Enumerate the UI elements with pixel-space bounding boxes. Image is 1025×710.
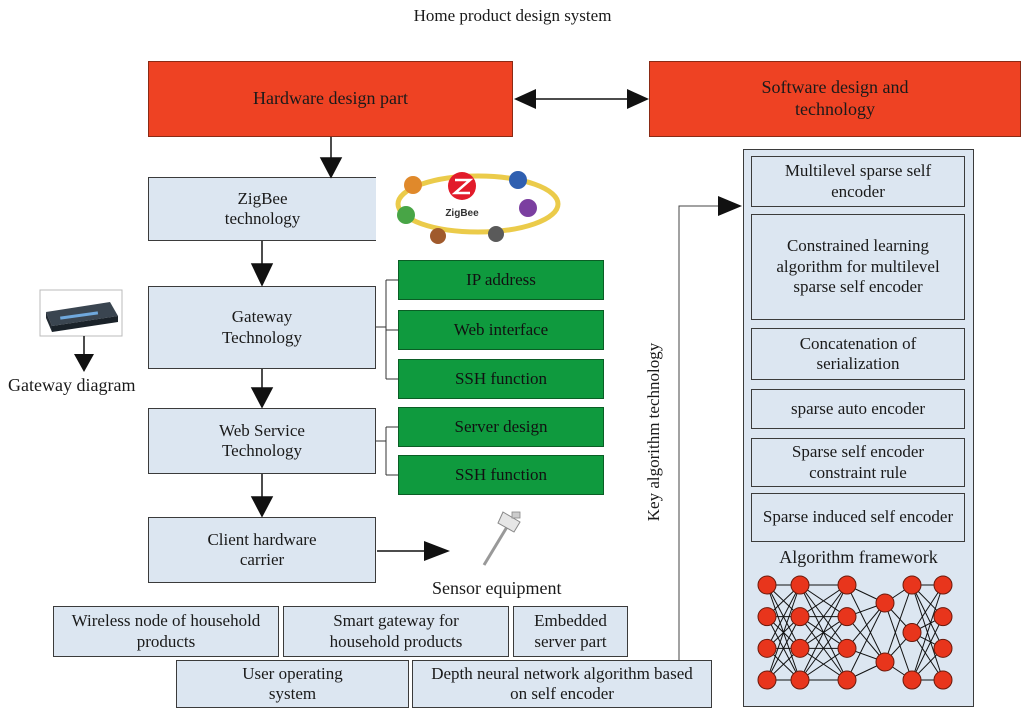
algo-item-3-label: Concatenation of serialization — [799, 333, 917, 373]
nn-node — [790, 670, 810, 690]
nn-edge — [846, 602, 886, 649]
nn-edge — [846, 602, 886, 681]
ssh-function-label: SSH function — [454, 368, 548, 388]
nn-node — [933, 607, 953, 627]
zigbee-box: ZigBee technology — [148, 177, 376, 241]
nn-node — [875, 652, 895, 672]
nn-edge — [911, 616, 944, 681]
nn-node — [837, 638, 857, 658]
algo-item-6: Sparse induced self encoder — [751, 493, 965, 542]
smart-gateway-box: Smart gateway for household products — [283, 606, 509, 657]
algo-item-2-label: Constrained learning algorithm for multi… — [776, 236, 940, 297]
nn-node — [933, 638, 953, 658]
web-interface-box: Web interface — [398, 310, 604, 350]
algo-item-1-label: Multilevel sparse self encoder — [784, 161, 932, 201]
client-hardware-label: Client hardware carrier — [207, 529, 317, 569]
algo-item-4: sparse auto encoder — [751, 389, 965, 429]
nn-node — [933, 575, 953, 595]
nn-node — [757, 607, 777, 627]
gateway-down-arrow — [74, 336, 94, 372]
neural-network-nodes — [757, 575, 953, 690]
gateway-technology-label: Gateway Technology — [221, 307, 302, 347]
nn-node — [757, 670, 777, 690]
nn-node — [902, 575, 922, 595]
framework-label: Algorithm framework — [779, 547, 938, 567]
algo-item-2: Constrained learning algorithm for multi… — [751, 214, 965, 320]
nn-edge — [911, 584, 944, 649]
nn-node — [902, 623, 922, 642]
nn-edge — [766, 584, 801, 649]
embedded-server-box: Embedded server part — [513, 606, 628, 657]
nn-node — [902, 670, 922, 690]
embedded-server-label: Embedded server part — [534, 611, 607, 651]
user-os-label: User operating system — [242, 663, 343, 703]
nn-edge — [799, 584, 848, 649]
ip-address-box: IP address — [398, 260, 604, 300]
nn-node — [790, 607, 810, 627]
nn-node — [757, 638, 777, 658]
nn-edge — [766, 616, 801, 681]
nn-node — [875, 593, 895, 613]
nn-edge — [766, 584, 801, 681]
diagram-title: Home product design system — [413, 6, 612, 25]
smart-gateway-label: Smart gateway for household products — [329, 611, 463, 651]
key-algorithm-connector — [678, 196, 742, 660]
ip-address-label: IP address — [466, 269, 536, 289]
gateway-technology-box: Gateway Technology — [148, 286, 376, 369]
gateway-diagram-label: Gateway diagram — [8, 375, 136, 395]
nn-edge — [799, 616, 848, 681]
down-arrows — [250, 137, 343, 518]
hardware-design-box: Hardware design part — [148, 61, 513, 137]
web-service-box: Web Service Technology — [148, 408, 376, 474]
software-design-box: Software design and technology — [649, 61, 1021, 137]
nn-edge — [911, 584, 944, 681]
nn-edge — [799, 584, 848, 681]
nn-edge — [884, 602, 913, 681]
server-design-box: Server design — [398, 407, 604, 447]
nn-node — [757, 575, 777, 595]
nn-edge — [846, 584, 886, 663]
sensor-arrow — [377, 541, 450, 561]
nn-node — [933, 670, 953, 690]
algo-item-6-label: Sparse induced self encoder — [762, 507, 954, 527]
nn-edge — [884, 584, 913, 663]
wireless-node-box: Wireless node of household products — [53, 606, 279, 657]
software-design-label: Software design and technology — [761, 77, 909, 119]
nn-node — [790, 638, 810, 658]
web-service-label: Web Service Technology — [219, 420, 305, 460]
algo-item-1: Multilevel sparse self encoder — [751, 156, 965, 207]
nn-node — [837, 607, 857, 627]
sensor-device-icon — [482, 511, 521, 566]
ssh-function-box-2: SSH function — [398, 455, 604, 495]
depth-neural-label: Depth neural network algorithm based on … — [431, 663, 693, 703]
ssh-function-box: SSH function — [398, 359, 604, 399]
nn-node — [790, 575, 810, 595]
depth-neural-box: Depth neural network algorithm based on … — [412, 660, 712, 708]
user-os-box: User operating system — [176, 660, 409, 708]
web-interface-label: Web interface — [453, 319, 549, 339]
ssh-function-label-2: SSH function — [454, 464, 548, 484]
algo-item-3: Concatenation of serialization — [751, 328, 965, 380]
wireless-node-label: Wireless node of household products — [71, 611, 261, 651]
algo-item-5-label: Sparse self encoder constraint rule — [791, 442, 925, 482]
zigbee-logo-text: ZigBee — [445, 208, 479, 219]
web-bracket — [376, 426, 398, 476]
nn-edge — [846, 616, 886, 663]
nn-node — [837, 670, 857, 690]
gateway-bracket — [376, 279, 398, 380]
zigbee-logo-icon: ZigBee — [390, 164, 568, 244]
server-design-label: Server design — [454, 416, 548, 436]
hardware-design-label: Hardware design part — [253, 88, 408, 109]
sensor-equipment-label: Sensor equipment — [432, 578, 562, 598]
algo-item-4-label: sparse auto encoder — [790, 398, 926, 418]
bidirectional-arrow — [514, 89, 649, 109]
gateway-device-icon — [39, 289, 123, 337]
nn-node — [837, 575, 857, 595]
zigbee-label: ZigBee technology — [224, 188, 301, 228]
algo-item-5: Sparse self encoder constraint rule — [751, 438, 965, 487]
client-hardware-box: Client hardware carrier — [148, 517, 376, 583]
